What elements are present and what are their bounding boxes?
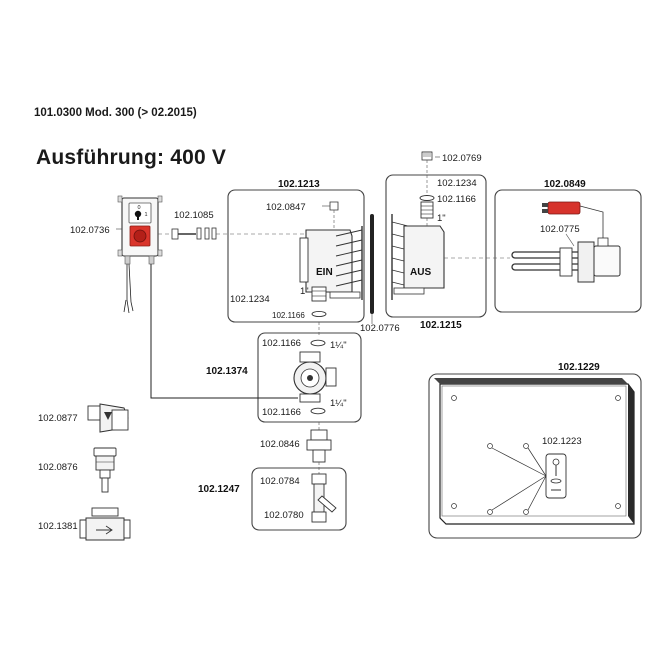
- label-102-0784: 102.0784: [260, 476, 300, 487]
- page-title: Ausführung: 400 V: [36, 146, 227, 169]
- assembly-102-1213: 102.1213: [278, 179, 320, 190]
- assembly-102-1247: 102.1247: [198, 484, 240, 495]
- cover-panel: [434, 378, 635, 525]
- strainer: [311, 473, 337, 523]
- assembly-102-1215: 102.1215: [420, 320, 462, 331]
- label-102-1166-bottom: 102.1166: [262, 407, 301, 418]
- gasket-ring: [370, 214, 374, 314]
- switch-pos-1: 1: [144, 212, 147, 218]
- label-102-0769: 102.0769: [442, 153, 482, 164]
- fastener-leader-lines: [491, 447, 547, 511]
- heating-element: [511, 205, 621, 283]
- label-102-1234-left: 102.1234: [230, 294, 270, 305]
- union-fitting: [306, 429, 332, 463]
- emergency-button: [133, 229, 147, 243]
- frame-102-1374: [257, 332, 362, 423]
- valve-102-1381: [79, 507, 131, 541]
- vent-screw: [329, 201, 339, 228]
- panel-fastener: [545, 453, 567, 499]
- thread-114-top: 1¼": [330, 340, 347, 351]
- label-102-0776: 102.0776: [360, 323, 400, 334]
- label-102-0876: 102.0876: [38, 462, 78, 473]
- thread-114-bottom: 1¼": [330, 398, 347, 409]
- label-102-0736: 102.0736: [70, 225, 110, 236]
- housing-aus: AUS: [391, 214, 445, 300]
- label-102-0780: 102.0780: [264, 510, 304, 521]
- valve-102-0876: [93, 447, 117, 493]
- housing-ein: EIN: [299, 226, 363, 300]
- leader-lines: [116, 156, 575, 324]
- model-reference: 101.0300 Mod. 300 (> 02.2015): [34, 107, 197, 119]
- mounting-screws: [171, 227, 217, 240]
- nipple-left: [311, 286, 327, 318]
- control-box: 0 1: [117, 195, 163, 314]
- label-102-0775: 102.0775: [540, 224, 580, 235]
- frame-102-0849: [494, 189, 642, 313]
- label-102-1085: 102.1085: [174, 210, 214, 221]
- label-102-1381: 102.1381: [38, 521, 78, 532]
- frame-102-1215: [385, 174, 487, 318]
- switch-pos-0: 0: [137, 205, 140, 211]
- label-102-1166-right: 102.1166: [437, 194, 476, 205]
- pump-cable: [150, 264, 298, 399]
- label-102-1166-top: 102.1166: [262, 338, 301, 349]
- assembly-102-0849: 102.0849: [544, 179, 586, 190]
- label-102-1223: 102.1223: [542, 436, 582, 447]
- label-ein: EIN: [316, 267, 333, 278]
- frame-102-1213: [227, 189, 365, 323]
- frame-102-1247: [251, 467, 347, 531]
- label-aus: AUS: [410, 267, 431, 278]
- label-102-1234-right: 102.1234: [437, 178, 477, 189]
- thread-1in-left: 1": [300, 286, 309, 297]
- assembly-102-1229: 102.1229: [558, 362, 600, 373]
- label-102-0846: 102.0846: [260, 439, 300, 450]
- label-102-0847: 102.0847: [266, 202, 306, 213]
- assembly-102-1374: 102.1374: [206, 366, 248, 377]
- valve-102-0877: [87, 403, 129, 433]
- label-102-1166-left: 102.1166: [272, 311, 305, 320]
- frame-102-1229: [428, 373, 642, 539]
- thermostat-sensor: [542, 201, 581, 215]
- thread-1in-right: 1": [437, 213, 446, 224]
- top-plug: [421, 151, 433, 196]
- pump: [293, 339, 337, 415]
- nipple-right: [419, 195, 435, 226]
- label-102-0877: 102.0877: [38, 413, 78, 424]
